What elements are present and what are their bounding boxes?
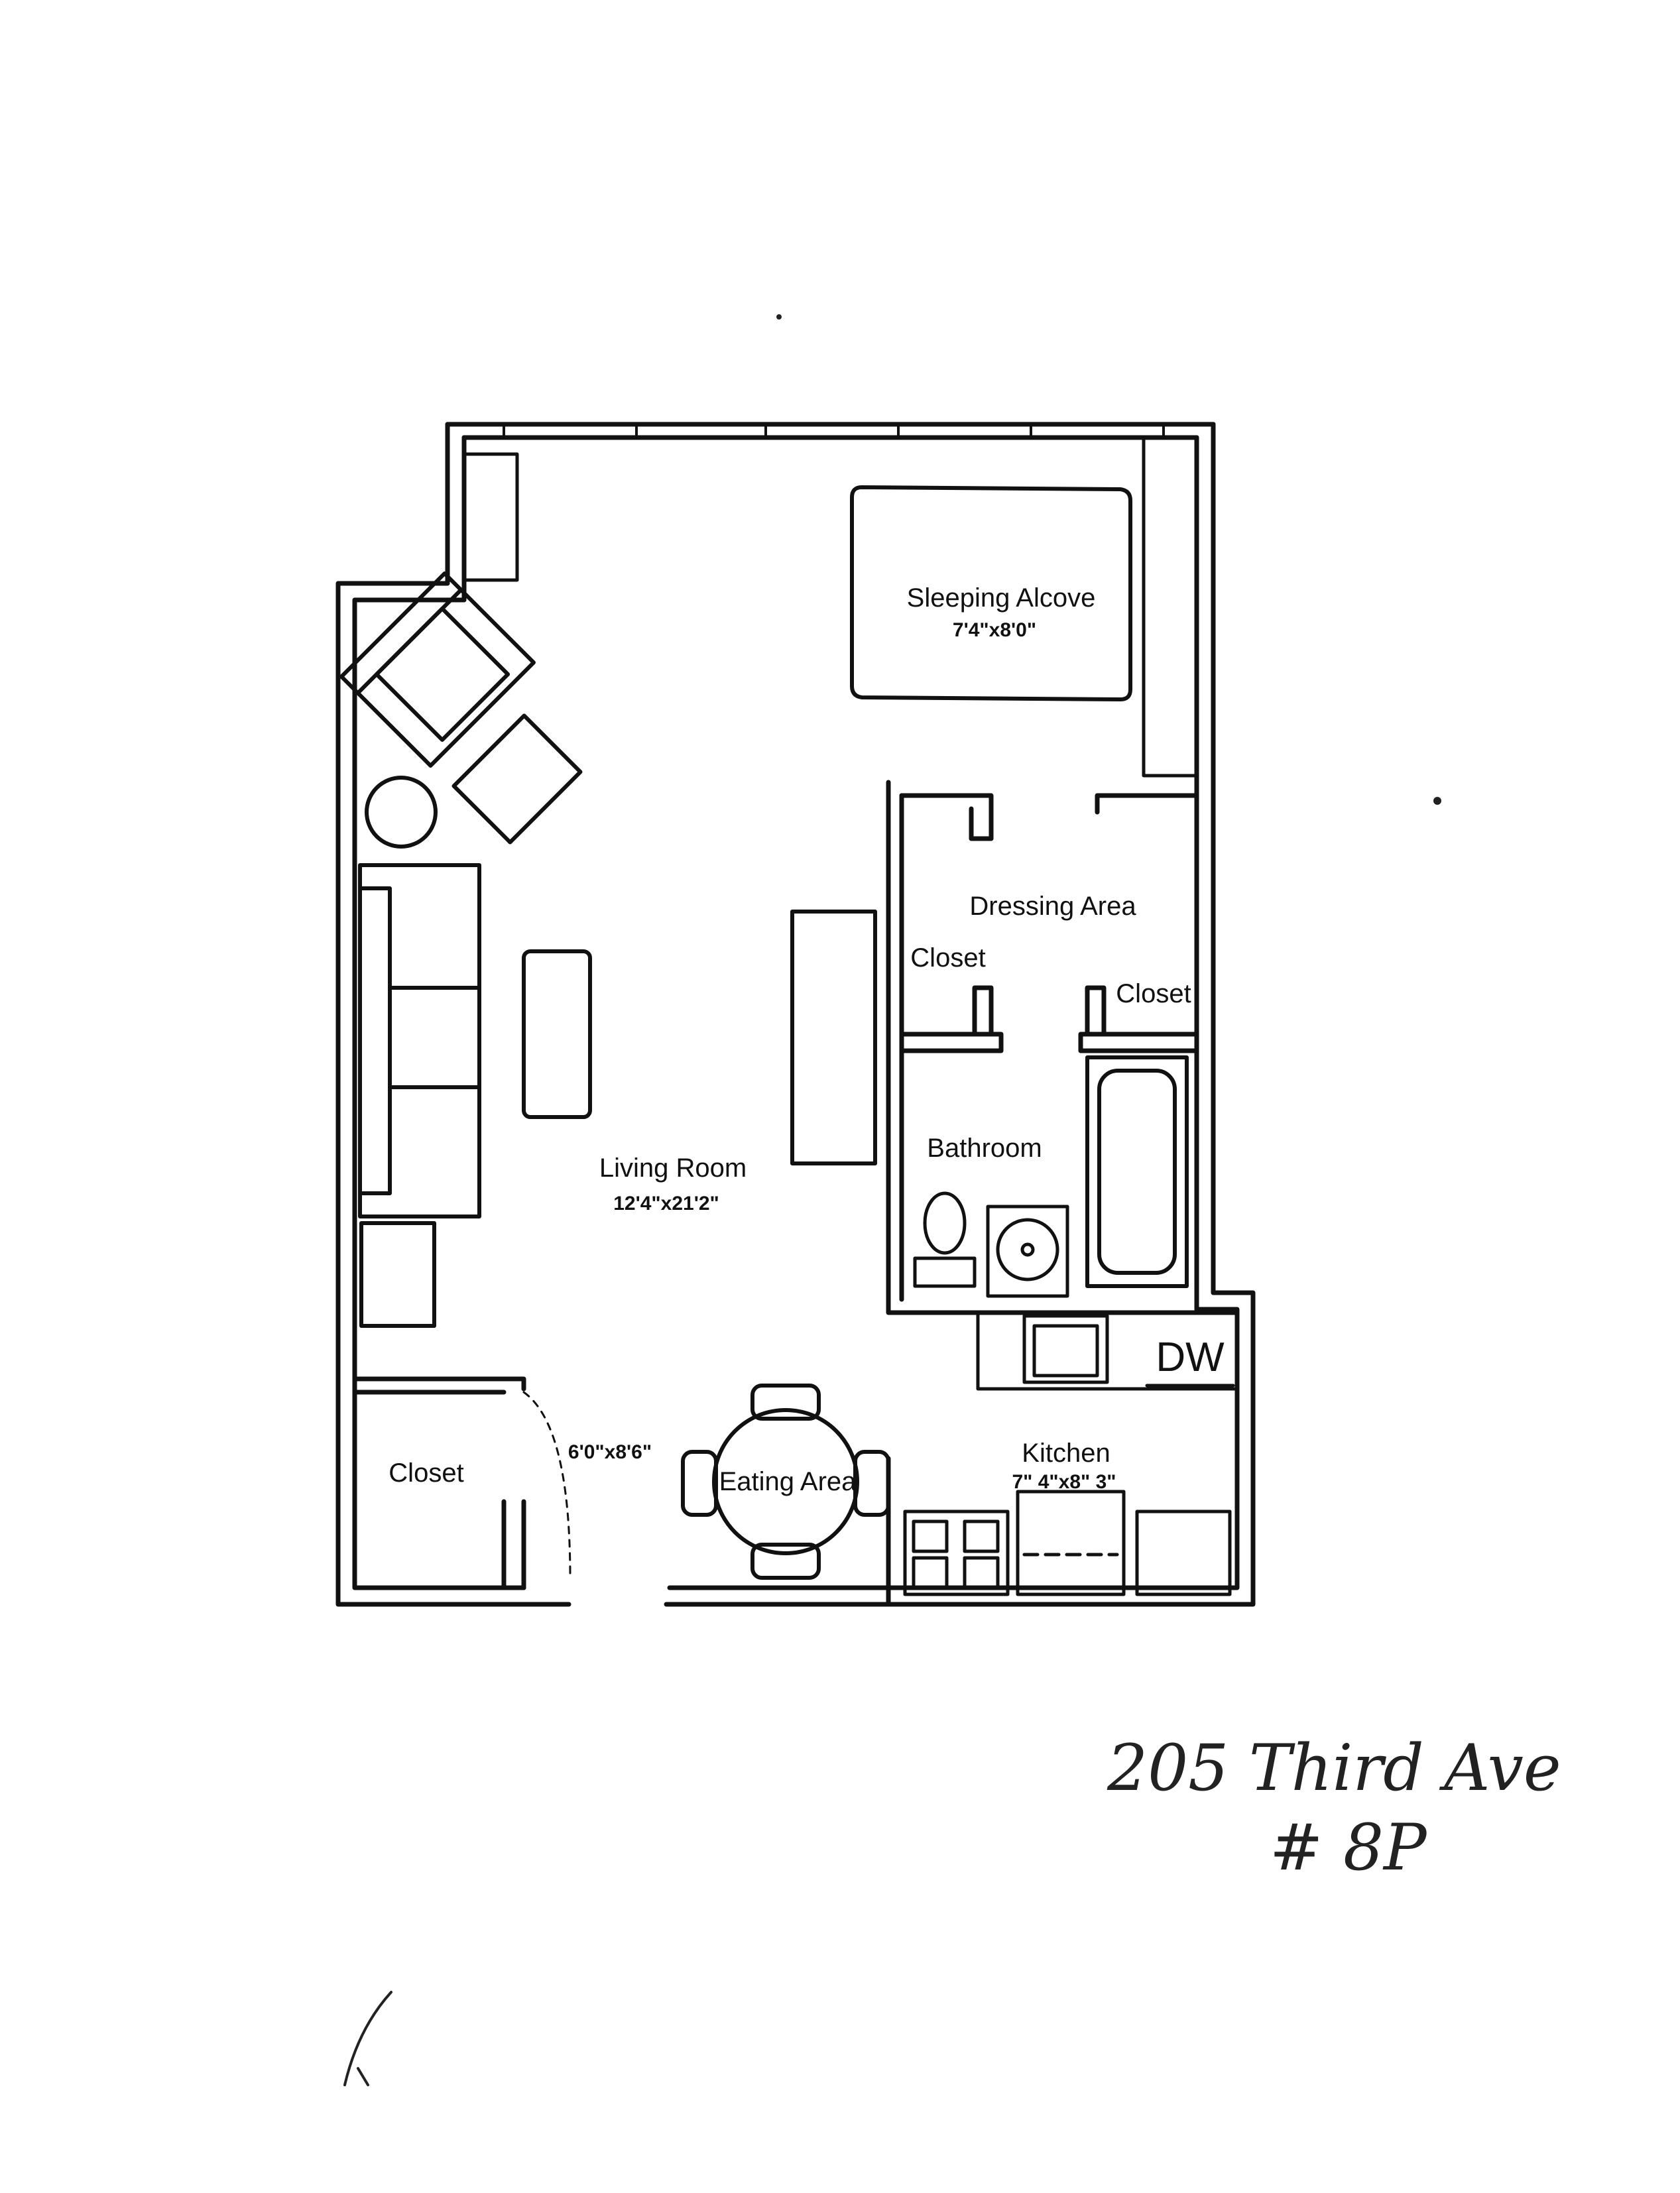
living-room-label: Living Room xyxy=(599,1154,747,1183)
stove xyxy=(903,1510,1010,1596)
exterior-walls xyxy=(335,422,1256,1607)
entry-closet-dims: 6'0"x8'6" xyxy=(568,1441,652,1463)
dressing-area-label: Dressing Area xyxy=(969,892,1136,921)
scan-specks xyxy=(776,314,1441,805)
living-room-dims: 12'4"x21'2" xyxy=(613,1193,719,1215)
bathroom-sink xyxy=(986,1205,1069,1298)
dishwasher-label: DW xyxy=(1156,1334,1225,1380)
armchair xyxy=(339,571,536,768)
entry-closet-label: Closet xyxy=(389,1458,463,1488)
eating-area-label: Eating Area xyxy=(719,1467,857,1496)
kitchen-label: Kitchen xyxy=(1022,1439,1110,1468)
media-console xyxy=(790,910,877,1165)
dining-set xyxy=(681,1384,890,1580)
ottoman xyxy=(451,713,583,845)
kitchen-counter xyxy=(976,1311,1239,1391)
bathtub xyxy=(1085,1055,1189,1288)
handwritten-unit: # 8P xyxy=(1270,1810,1427,1885)
sleeping-alcove-label: Sleeping Alcove xyxy=(907,583,1096,613)
bed xyxy=(850,485,1132,701)
coffee-table xyxy=(522,949,592,1119)
window-mullions xyxy=(503,423,1165,439)
side-table xyxy=(365,776,438,849)
sofa xyxy=(358,863,481,1218)
built-in-cabinets xyxy=(462,436,1199,778)
door-swing xyxy=(522,1391,571,1579)
closet-right-label: Closet xyxy=(1116,979,1191,1008)
kitchen-dims: 7" 4"x8" 3" xyxy=(1012,1471,1116,1493)
bathroom-label: Bathroom xyxy=(927,1134,1042,1163)
stray-marks xyxy=(343,1991,392,2086)
kitchen-cabinet xyxy=(1135,1510,1232,1596)
sleeping-alcove-dims: 7'4"x8'0" xyxy=(953,619,1036,641)
closet-left-label: Closet xyxy=(910,943,985,973)
end-table xyxy=(359,1221,436,1328)
refrigerator xyxy=(1016,1490,1126,1596)
handwritten-address: 205 Third Ave xyxy=(1107,1731,1561,1805)
toilet xyxy=(913,1191,977,1288)
